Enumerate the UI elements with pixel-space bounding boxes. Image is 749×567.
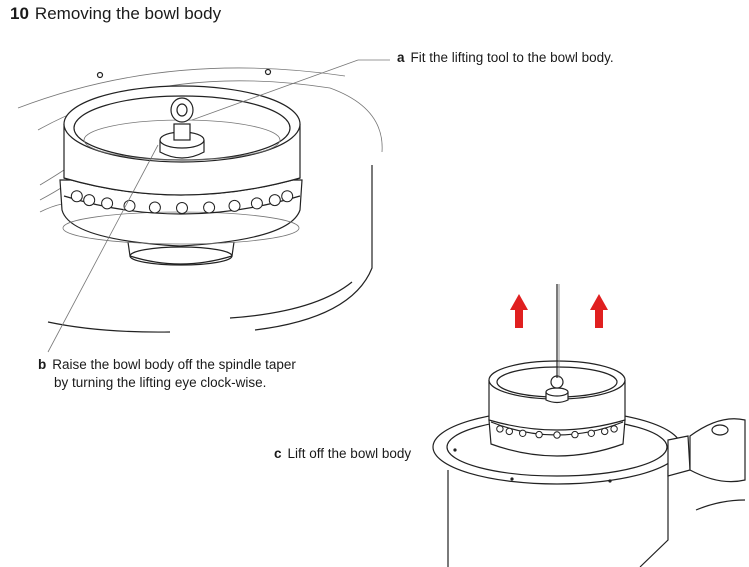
step-heading: 10 Removing the bowl body [10, 4, 221, 24]
bowl-ball [496, 425, 504, 433]
bowl-ball [519, 429, 527, 437]
callout-a-text: Fit the lifting tool to the bowl body. [410, 50, 614, 65]
bowl-ball [176, 202, 188, 214]
bowl-ball [601, 427, 609, 436]
bowl-ball [70, 190, 83, 203]
leader-line-a-diag [191, 59, 359, 121]
bowl-ball [553, 431, 561, 439]
callout-b-line1: Raise the bowl body off the spindle tape… [52, 357, 296, 372]
bowl-ball [228, 199, 241, 212]
leader-line-b [47, 144, 159, 353]
bowl-body-small [488, 360, 626, 457]
bowl-ball [505, 427, 513, 436]
bowl-ball [610, 425, 618, 433]
up-arrow-icon [510, 294, 528, 328]
bowl-ball-ring-small [496, 425, 618, 439]
bowl-ball [535, 430, 543, 439]
callout-c: c Lift off the bowl body [274, 445, 411, 463]
callout-c-text: Lift off the bowl body [287, 446, 412, 461]
step-number: 10 [10, 4, 29, 23]
step-title: Removing the bowl body [34, 4, 222, 23]
bowl-ball [268, 194, 281, 207]
bowl-ball [101, 197, 114, 210]
up-arrow-icon [590, 294, 608, 328]
bowl-ball [83, 194, 96, 207]
bowl-ball [250, 197, 263, 210]
callout-a-letter: a [397, 50, 405, 65]
bowl-ball [203, 201, 216, 214]
callout-a: a Fit the lifting tool to the bowl body. [397, 49, 614, 67]
bowl-ball-ring-main [70, 190, 294, 214]
bowl-ball [281, 190, 294, 203]
callout-b-line2: by turning the lifting eye clock-wise. [54, 375, 267, 390]
callout-b-letter: b [38, 357, 47, 372]
bowl-ball [571, 430, 579, 439]
bowl-body-main [59, 85, 303, 266]
bowl-ball [587, 429, 595, 437]
callout-b: b Raise the bowl body off the spindle tap… [38, 356, 296, 392]
bowl-ball [148, 201, 161, 214]
callout-c-letter: c [274, 446, 282, 461]
